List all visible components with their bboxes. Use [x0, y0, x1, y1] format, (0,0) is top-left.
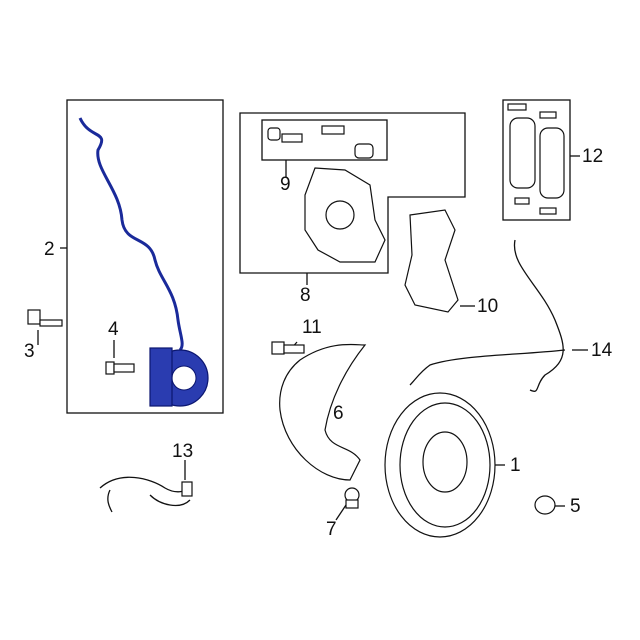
harness-connector — [181, 481, 193, 497]
callout-5: 5 — [570, 496, 581, 517]
bolt-part-7 — [344, 487, 360, 509]
bolt-part-3 — [27, 309, 63, 327]
callout-12: 12 — [582, 146, 604, 167]
callout-9: 9 — [280, 174, 291, 195]
hub-center — [171, 365, 197, 391]
pin-kit-box — [261, 119, 388, 161]
callout-2: 2 — [44, 239, 55, 260]
callout-13: 13 — [172, 441, 194, 462]
sensor-harness-13 — [99, 476, 191, 513]
guide-pins-part-9 — [267, 125, 374, 159]
brake-rotor — [384, 392, 496, 538]
hub-group-box — [66, 99, 224, 414]
callout-1: 1 — [510, 455, 521, 476]
pad-group-box — [502, 99, 571, 221]
callout-8: 8 — [300, 285, 311, 306]
sensor-harness-14 — [409, 239, 566, 392]
caliper-piston — [325, 200, 355, 230]
caliper-group-box — [239, 112, 466, 274]
bolt-part-11 — [271, 341, 305, 355]
dust-cap — [534, 495, 556, 515]
callout-10: 10 — [477, 296, 499, 317]
dust-shield — [279, 343, 367, 481]
callout-7: 7 — [326, 519, 337, 540]
callout-4: 4 — [108, 319, 119, 340]
callout-3: 3 — [24, 341, 35, 362]
abs-sensor-wire — [78, 117, 184, 352]
brake-pads — [507, 103, 565, 215]
caliper-bracket — [404, 209, 459, 313]
hub-flange — [149, 347, 173, 407]
callout-6: 6 — [333, 403, 344, 424]
stud-part-4 — [105, 361, 135, 375]
callout-14: 14 — [591, 340, 613, 361]
callout-11: 11 — [302, 317, 322, 338]
